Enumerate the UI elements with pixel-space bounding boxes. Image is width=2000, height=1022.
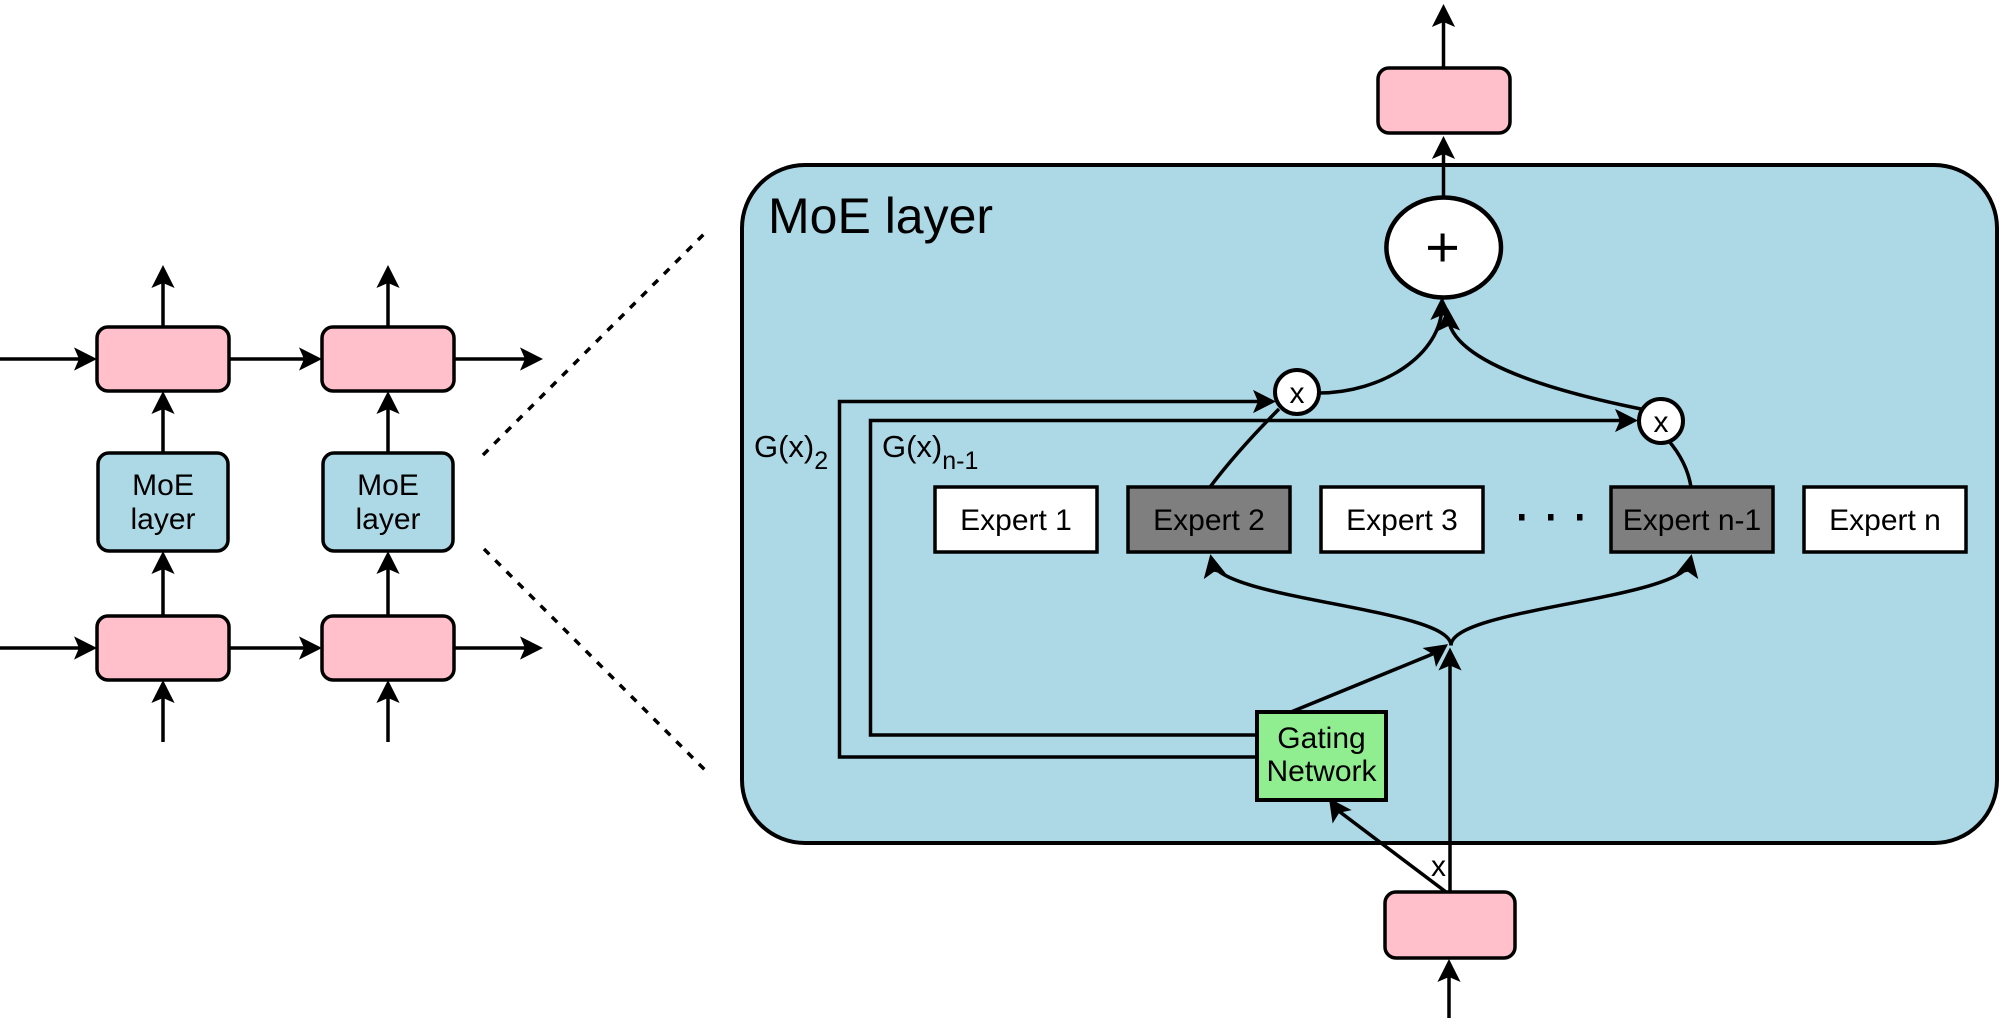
svg-text:x: x <box>1654 406 1669 439</box>
svg-text:Expert n: Expert n <box>1829 504 1941 537</box>
svg-text:layer: layer <box>130 503 195 536</box>
svg-text:x: x <box>1431 850 1446 883</box>
svg-text:Expert 3: Expert 3 <box>1346 504 1458 537</box>
svg-text:MoE: MoE <box>357 469 419 502</box>
svg-text:layer: layer <box>355 503 420 536</box>
svg-text:Expert 1: Expert 1 <box>960 504 1072 537</box>
svg-text:Expert n-1: Expert n-1 <box>1623 504 1761 537</box>
svg-text:MoE layer: MoE layer <box>768 188 993 244</box>
svg-text:Network: Network <box>1266 755 1377 788</box>
svg-text:Gating: Gating <box>1277 722 1365 755</box>
svg-text:Expert 2: Expert 2 <box>1153 504 1265 537</box>
svg-text:x: x <box>1290 377 1305 410</box>
svg-text:MoE: MoE <box>132 469 194 502</box>
